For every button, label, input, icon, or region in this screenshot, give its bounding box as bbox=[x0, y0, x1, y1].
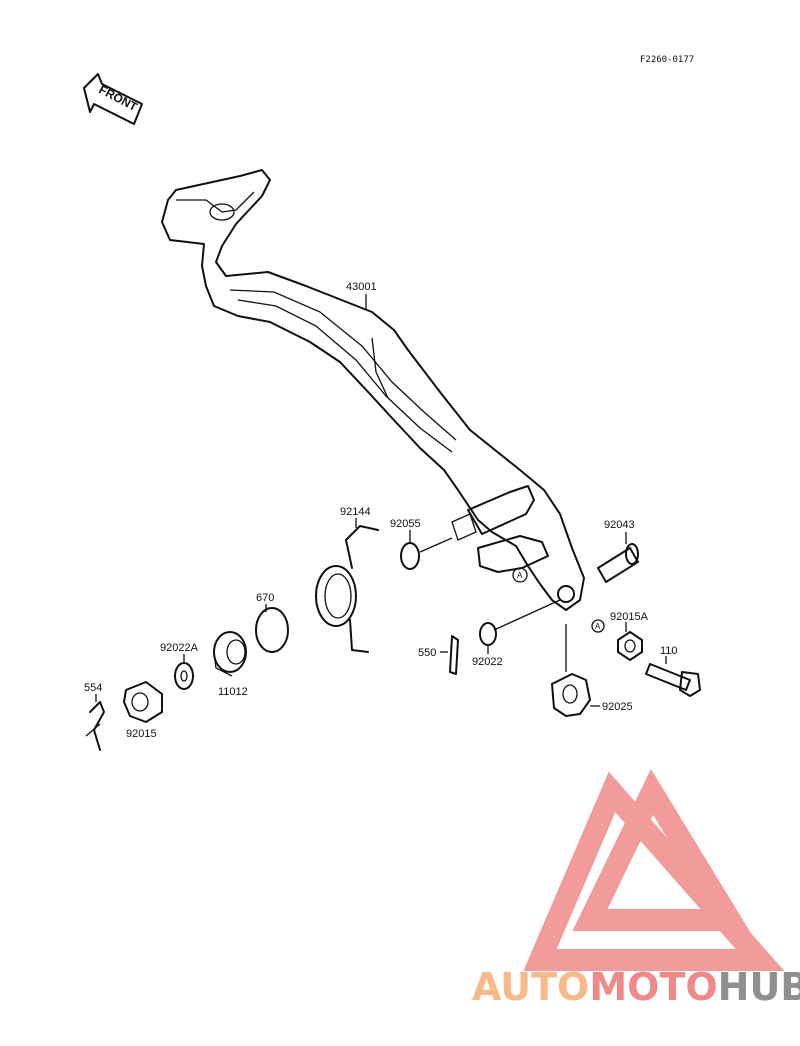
o-ring-92055 bbox=[400, 542, 420, 570]
bushing-11012 bbox=[213, 631, 247, 677]
label-92015: 92015 bbox=[126, 728, 157, 740]
label-554: 554 bbox=[84, 682, 102, 694]
washer-92022a bbox=[174, 662, 194, 690]
nut-92015 bbox=[123, 681, 163, 723]
label-92022: 92022 bbox=[472, 656, 503, 668]
pin-92043 bbox=[597, 543, 639, 583]
nut-92015a: A bbox=[591, 619, 643, 661]
label-670: 670 bbox=[256, 592, 274, 604]
bolt-110 bbox=[645, 663, 701, 697]
label-92043: 92043 bbox=[604, 519, 635, 531]
label-92144: 92144 bbox=[340, 506, 371, 518]
return-spring bbox=[315, 525, 379, 653]
reference-mark-a-2: A bbox=[595, 622, 601, 631]
cotter-pin-550 bbox=[449, 635, 459, 675]
diagram-code: F2260-0177 bbox=[640, 55, 694, 65]
label-550: 550 bbox=[418, 647, 436, 659]
watermark-text: AUTOMOTOHUB bbox=[472, 965, 800, 1009]
front-arrow-icon: FRONT bbox=[83, 73, 143, 125]
o-ring-670 bbox=[255, 607, 289, 653]
reference-mark-a: A bbox=[517, 571, 523, 580]
label-92055: 92055 bbox=[390, 518, 421, 530]
label-92022a: 92022A bbox=[160, 642, 199, 654]
label-43001: 43001 bbox=[346, 281, 377, 293]
clip-554 bbox=[85, 701, 105, 751]
label-92015a: 92015A bbox=[610, 611, 649, 623]
brake-pedal: A bbox=[161, 169, 585, 611]
watermark-logo bbox=[523, 769, 785, 971]
label-110: 110 bbox=[660, 645, 678, 657]
washer-92022 bbox=[479, 622, 497, 646]
joint-92025 bbox=[551, 624, 591, 717]
label-92025: 92025 bbox=[602, 701, 633, 713]
label-11012: 11012 bbox=[218, 686, 248, 698]
